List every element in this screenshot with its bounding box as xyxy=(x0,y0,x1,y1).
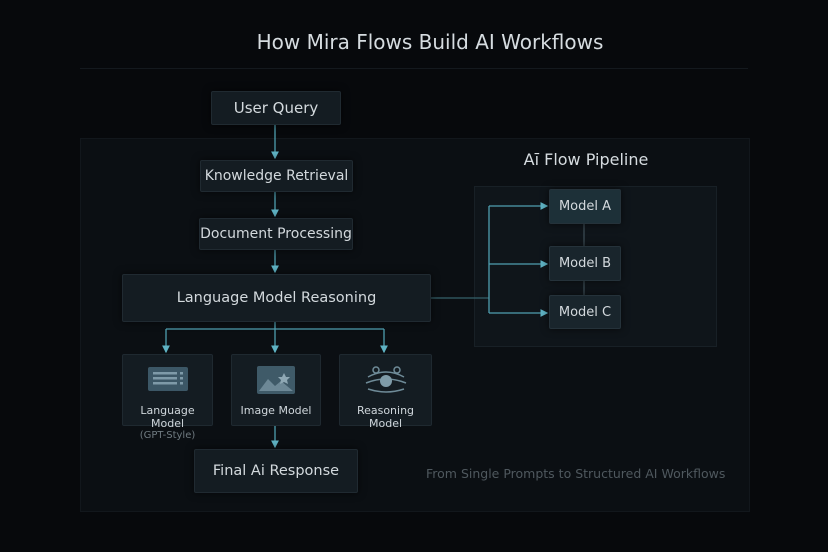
user-query-node: User Query xyxy=(211,91,341,125)
image-model-card: Image Model xyxy=(231,354,321,426)
image-model-label: Image Model xyxy=(240,404,312,417)
language-model-label: Language Model xyxy=(140,404,195,430)
language-model-reasoning-node: Language Model Reasoning xyxy=(122,274,431,322)
language-model-sublabel: (GPT-Style) xyxy=(139,430,196,441)
network-nodes-icon xyxy=(365,366,406,393)
model-c-node: Model C xyxy=(549,295,621,329)
language-model-card: Language Model (GPT-Style) xyxy=(122,354,213,441)
final-response-node: Final Ai Response xyxy=(194,449,358,493)
knowledge-retrieval-node: Knowledge Retrieval xyxy=(200,160,353,192)
page-title: How Mira Flows Build AI Workflows xyxy=(256,30,604,54)
pipeline-title: Aī Flow Pipeline xyxy=(523,150,649,169)
title-divider xyxy=(80,68,748,69)
reasoning-model-card: Reasoning Model xyxy=(339,354,432,430)
image-icon xyxy=(257,366,295,394)
document-lines-icon xyxy=(147,367,188,391)
model-a-node: Model A xyxy=(549,189,621,224)
reasoning-model-label: Reasoning Model xyxy=(356,404,415,430)
caption: From Single Prompts to Structured AI Wor… xyxy=(426,466,726,481)
model-b-node: Model B xyxy=(549,246,621,281)
document-processing-node: Document Processing xyxy=(199,218,353,250)
